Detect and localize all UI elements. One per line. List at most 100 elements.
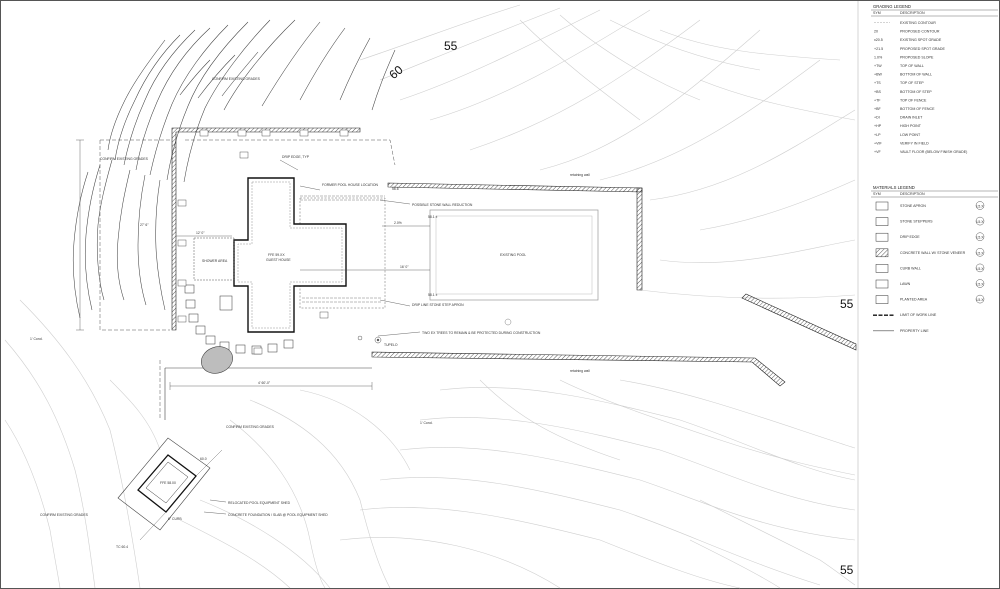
grading-legend-desc: HIGH POINT	[900, 124, 922, 128]
grading-legend-desc: PROPOSED CONTOUR	[900, 30, 940, 34]
materials-legend-row: CONCRETE WALL W/ STONE VENEER L5.X	[875, 248, 985, 258]
relocated-shed-label: RELOCATED POOL EQUIPMENT SHED	[228, 501, 291, 505]
materials-legend-desc: CONCRETE WALL W/ STONE VENEER	[900, 251, 966, 255]
pool-equipment-shed: FFE 58.00	[117, 437, 223, 541]
shower-area	[193, 237, 235, 281]
spot-grade-b: 58.1 ±	[428, 293, 438, 297]
limit-of-work	[99, 139, 396, 420]
boulder	[201, 346, 233, 374]
grading-legend-sym: +21.5	[874, 47, 883, 51]
guest-house-label: GUEST HOUSE	[266, 258, 291, 262]
materials-legend-ref: L5.X	[977, 283, 985, 287]
grading-legend-desc: DRAIN INLET	[900, 116, 923, 120]
grading-legend-row: +LP LOW POINT	[874, 133, 921, 137]
grading-legend-sym: +BF	[874, 107, 881, 111]
proposed-contours	[72, 19, 396, 319]
confirm-grades-2: CONFIRM EXISTING GRADES	[100, 157, 149, 161]
grading-legend-desc: BOTTOM OF WALL	[900, 73, 932, 77]
materials-legend-row: LIMIT OF WORK LINE	[873, 313, 937, 317]
grading-legend-sym: +VF	[874, 150, 881, 154]
detail-ref-icon	[975, 263, 985, 273]
concrete-foundation-label: CONCRETE FOUNDATION / SLAB @ POOL EQUIPM…	[228, 513, 328, 517]
existing-pool-label: EXISTING POOL	[500, 253, 526, 257]
grading-legend-sym: +HP	[874, 124, 882, 128]
retaining-walls	[171, 127, 857, 387]
detail-ref-icon	[975, 216, 985, 226]
materials-legend-desc: PROPERTY LINE	[900, 329, 929, 333]
retaining-wall-label-2: retaining wall	[570, 369, 590, 373]
dim-12: 12' 0"	[196, 231, 205, 235]
materials-legend-row: PROPERTY LINE	[873, 329, 929, 333]
grading-legend-desc: LOW POINT	[900, 133, 921, 137]
materials-legend-row: PLANTED AREA L5.X	[875, 294, 985, 304]
grading-legend-desc: EXISTING CONTOUR	[900, 21, 936, 25]
grading-legend-sym: 20	[874, 30, 878, 34]
materials-legend: MATERIALS LEGEND SYM DESCRIPTION STONE A…	[871, 185, 998, 333]
grading-legend-sym: +DI	[874, 116, 880, 120]
existing-pool: EXISTING POOL	[429, 209, 599, 326]
grading-legend-sym: +BS	[874, 90, 881, 94]
tupelo-label: TUPELO	[384, 343, 398, 347]
grading-legend-col-desc: DESCRIPTION	[900, 11, 925, 15]
drip-edge-stones	[302, 297, 382, 303]
grading-legend-desc: BOTTOM OF FENCE	[900, 107, 935, 111]
grading-legend-sym: +TF	[874, 98, 881, 102]
materials-legend-ref: L5.X	[977, 220, 985, 224]
existing-trees	[357, 335, 382, 344]
material-symbol	[875, 264, 889, 273]
pool-terrace	[299, 197, 386, 309]
confirm-grades-3: CONFIRM EXISTING GRADES	[226, 425, 275, 429]
cond-label-1: 1' Cond.	[30, 337, 43, 341]
drip-edge-stones-north	[300, 195, 385, 201]
shed-ffe-label: FFE 58.00	[160, 481, 176, 485]
detail-ref-icon	[975, 279, 985, 288]
contour-label-55-bottom: 55	[840, 563, 854, 577]
materials-legend-ref: L5.X	[977, 236, 985, 240]
spot-grade-c: 56.6	[392, 187, 399, 191]
grading-legend-desc: BOTTOM OF STEP	[900, 90, 932, 94]
pool-wall-east	[636, 187, 643, 291]
dim-60: 4' 60'-0"	[258, 381, 271, 385]
leader-lines	[203, 159, 421, 515]
grading-legend: GRADING LEGEND SYM DESCRIPTION EXISTING …	[871, 4, 998, 154]
grading-legend-sym: x20.5	[874, 38, 883, 42]
grading-legend-col-sym: SYM	[873, 11, 881, 15]
material-symbol	[875, 279, 889, 289]
materials-legend-ref: L5.X	[977, 205, 985, 209]
grading-legend-title: GRADING LEGEND	[873, 4, 911, 9]
materials-legend-col-sym: SYM	[873, 192, 881, 196]
drip-edge-label: DRIP EDGE, TYP	[282, 155, 310, 159]
grading-legend-row: +DI DRAIN INLET	[874, 116, 923, 120]
grading-legend-desc: VAULT FLOOR (BELOW FINISH GRADE)	[900, 150, 967, 154]
former-pool-house-label: FORMER POOL HOUSE LOCATION	[322, 183, 379, 187]
retaining-wall-upper	[171, 127, 361, 331]
grading-legend-desc: PROPOSED SPOT GRADE	[900, 47, 945, 51]
grading-legend-row: EXISTING CONTOUR	[874, 21, 936, 25]
grading-legend-desc: TOP OF STEP	[900, 81, 924, 85]
spot-grade-e: 60.0	[200, 457, 207, 461]
dim-27: 27' 6"	[140, 223, 149, 227]
grading-legend-sym: +LP	[874, 133, 881, 137]
materials-legend-col-desc: DESCRIPTION	[900, 192, 925, 196]
confirm-grades-4: CONFIRM EXISTING GRADES	[40, 513, 89, 517]
materials-legend-desc: CURB WALL	[900, 266, 921, 270]
materials-legend-ref: L5.X	[977, 251, 985, 255]
spot-grade-a: 58.1 ±	[428, 215, 438, 219]
material-symbol	[875, 248, 889, 258]
stone-bench	[219, 295, 233, 311]
grading-legend-row: 1.0%PROPOSED SLOPE	[874, 55, 934, 59]
guest-house-ffe: FFE 59.XX	[268, 253, 285, 257]
materials-legend-ref: L5.X	[977, 298, 985, 302]
contour-label-55-right: 55	[840, 297, 854, 311]
materials-legend-desc: PLANTED AREA	[900, 298, 928, 302]
material-symbol	[875, 295, 889, 304]
retaining-wall-label-1: retaining wall	[570, 173, 590, 177]
